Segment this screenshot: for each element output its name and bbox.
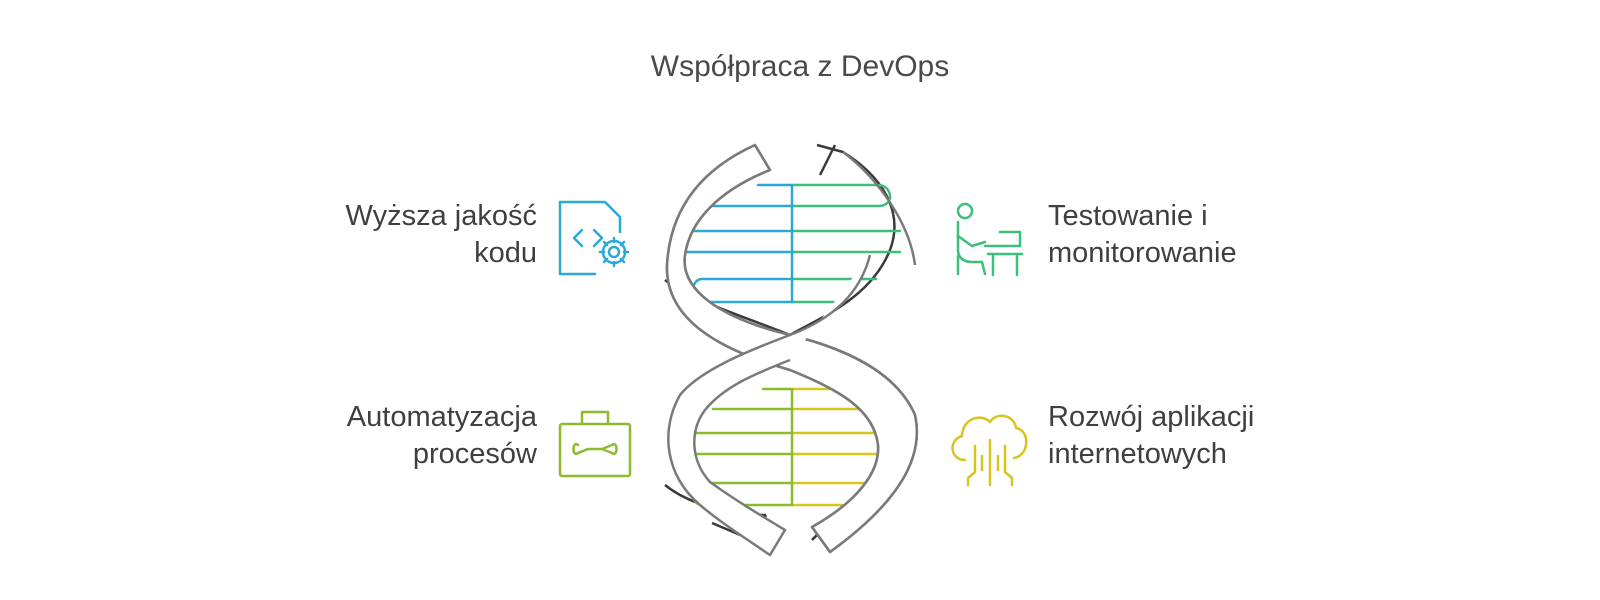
diagram-title: Współpraca z DevOps bbox=[650, 50, 950, 83]
label-automation-line1: Automatyzacja bbox=[346, 401, 537, 433]
label-web-apps-line2: internetowych bbox=[1048, 438, 1227, 470]
label-automation: Automatyzacja procesów bbox=[277, 399, 537, 473]
person-at-desk-icon bbox=[956, 202, 1024, 277]
label-automation-line2: procesów bbox=[412, 438, 537, 470]
code-gear-icon bbox=[558, 200, 630, 276]
label-code-quality-line1: Wyższa jakość bbox=[345, 200, 537, 232]
helix-front-strand bbox=[665, 143, 919, 557]
label-testing-line2: monitorowanie bbox=[1048, 237, 1237, 269]
label-code-quality: Wyższa jakość kodu bbox=[277, 198, 537, 272]
label-code-quality-line2: kodu bbox=[474, 237, 537, 269]
toolbox-icon bbox=[558, 410, 632, 478]
label-testing: Testowanie i monitorowanie bbox=[1048, 198, 1348, 272]
label-web-apps-line1: Rozwój aplikacji bbox=[1048, 401, 1255, 433]
label-web-apps: Rozwój aplikacji internetowych bbox=[1048, 399, 1348, 473]
label-testing-line1: Testowanie i bbox=[1048, 200, 1208, 232]
cloud-circuit-icon bbox=[951, 414, 1028, 487]
